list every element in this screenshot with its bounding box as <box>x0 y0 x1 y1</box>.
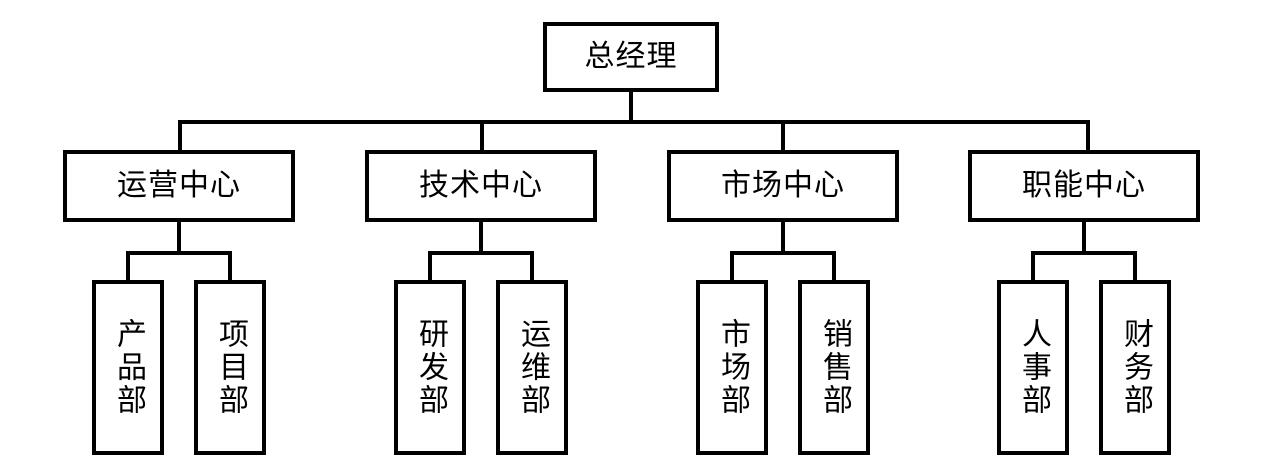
org-node-dept-hr-label: 人事部 <box>1016 318 1051 417</box>
connector-drop-dept-3a <box>730 251 734 282</box>
connector-drop-center-2 <box>480 120 484 152</box>
connector-group-2-bus <box>428 251 534 255</box>
org-node-dept-hr[interactable]: 人事部 <box>997 280 1069 455</box>
org-node-dept-project-label: 项目部 <box>213 318 248 417</box>
connector-level1-bus <box>178 120 1090 124</box>
org-node-dept-devops[interactable]: 运维部 <box>496 280 568 455</box>
connector-drop-dept-2b <box>530 251 534 282</box>
org-node-center-market-label: 市场中心 <box>721 167 845 203</box>
connector-drop-dept-4b <box>1133 251 1137 282</box>
connector-group-3-bus <box>730 251 836 255</box>
org-node-root[interactable]: 总经理 <box>543 22 719 92</box>
connector-drop-center-1 <box>178 120 182 152</box>
org-node-center-functional[interactable]: 职能中心 <box>968 150 1200 222</box>
org-node-root-label: 总经理 <box>584 38 678 74</box>
org-node-center-operations[interactable]: 运营中心 <box>63 150 295 222</box>
connector-drop-dept-4a <box>1031 251 1035 282</box>
org-node-center-market[interactable]: 市场中心 <box>667 150 899 222</box>
org-node-dept-product-label: 产品部 <box>111 318 146 417</box>
org-node-center-functional-label: 职能中心 <box>1022 167 1146 203</box>
org-node-dept-marketing[interactable]: 市场部 <box>696 280 768 455</box>
org-node-dept-marketing-label: 市场部 <box>715 318 750 417</box>
connector-center-1-stem <box>177 222 181 255</box>
connector-group-1-bus <box>126 251 232 255</box>
connector-drop-dept-3b <box>832 251 836 282</box>
connector-drop-center-3 <box>781 120 785 152</box>
org-node-dept-rnd-label: 研发部 <box>413 318 448 417</box>
org-node-dept-product[interactable]: 产品部 <box>92 280 164 455</box>
connector-drop-dept-1a <box>126 251 130 282</box>
connector-center-3-stem <box>781 222 785 255</box>
connector-center-2-stem <box>479 222 483 255</box>
org-node-dept-sales[interactable]: 销售部 <box>798 280 870 455</box>
connector-root-stem <box>629 92 633 124</box>
connector-center-4-stem <box>1082 222 1086 255</box>
org-node-dept-sales-label: 销售部 <box>817 318 852 417</box>
connector-drop-dept-2a <box>428 251 432 282</box>
connector-group-4-bus <box>1031 251 1137 255</box>
connector-drop-dept-1b <box>228 251 232 282</box>
org-node-dept-devops-label: 运维部 <box>515 318 550 417</box>
org-node-dept-finance[interactable]: 财务部 <box>1099 280 1171 455</box>
org-node-dept-finance-label: 财务部 <box>1118 318 1153 417</box>
org-node-dept-project[interactable]: 项目部 <box>194 280 266 455</box>
connector-drop-center-4 <box>1086 120 1090 152</box>
org-node-center-operations-label: 运营中心 <box>117 167 241 203</box>
org-node-center-technology-label: 技术中心 <box>419 167 543 203</box>
org-node-dept-rnd[interactable]: 研发部 <box>394 280 466 455</box>
org-node-center-technology[interactable]: 技术中心 <box>365 150 597 222</box>
